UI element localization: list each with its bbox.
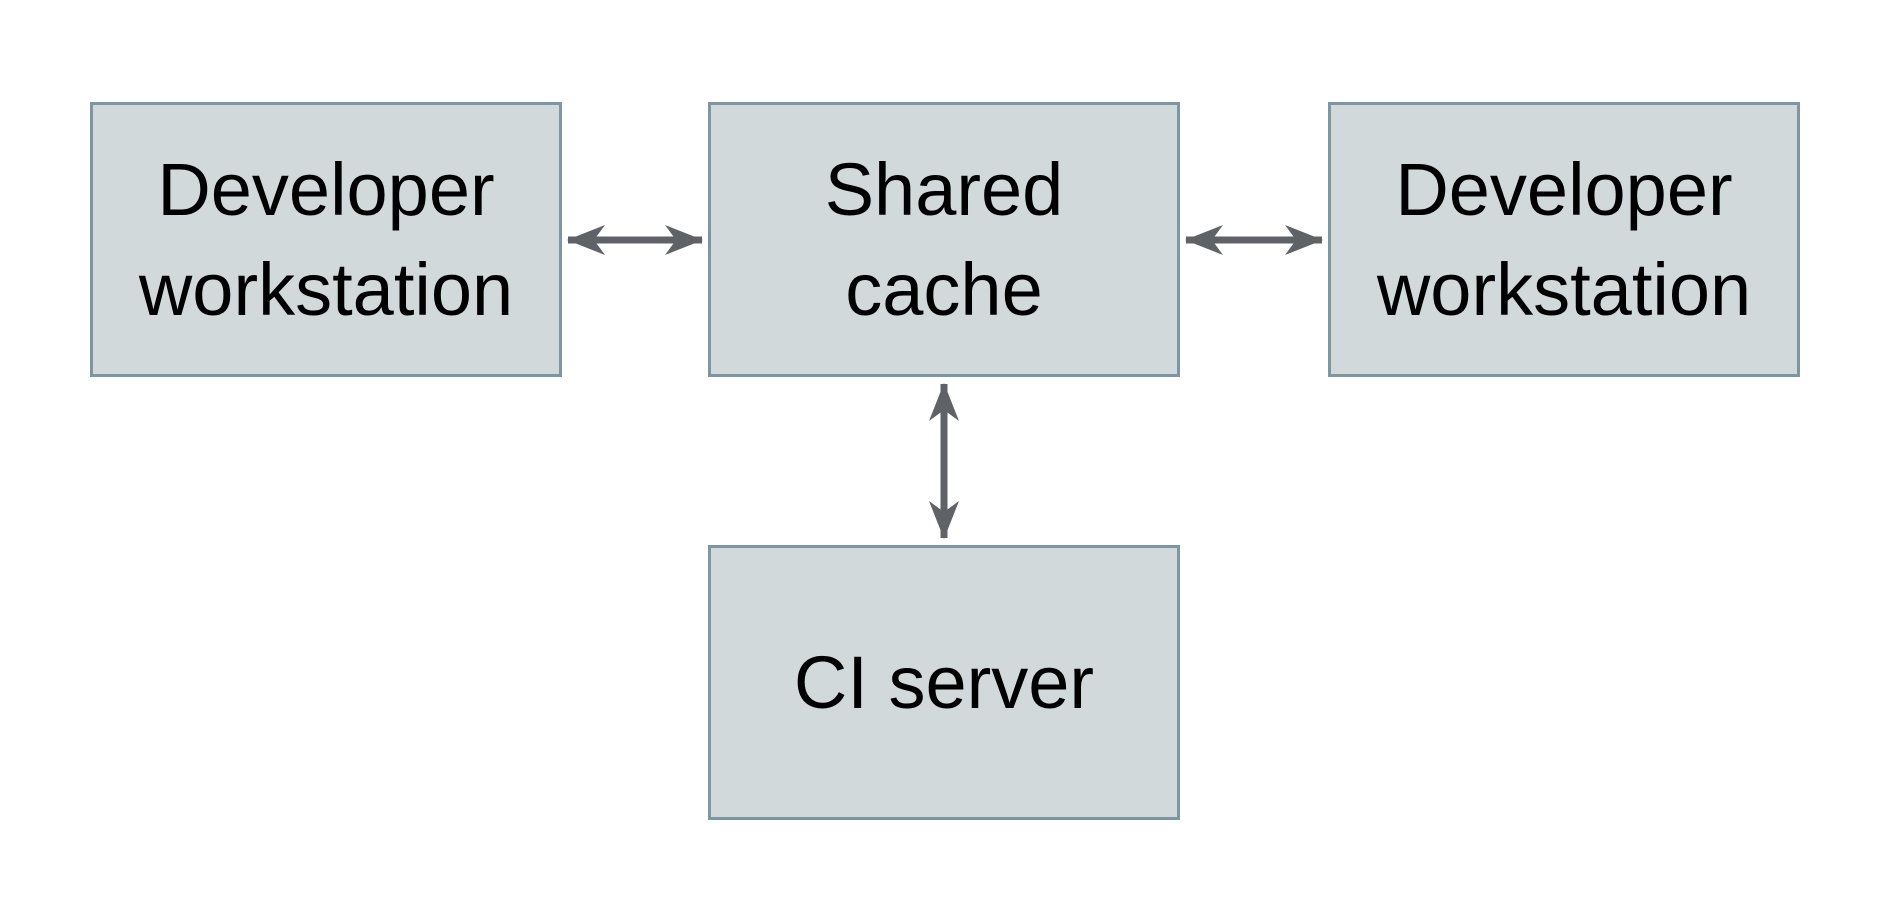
node-label: Shared cache bbox=[824, 147, 1064, 331]
node-ci-server: CI server bbox=[708, 545, 1180, 820]
node-shared-cache: Shared cache bbox=[708, 102, 1180, 377]
node-label: Developer workstation bbox=[138, 147, 514, 331]
node-label: Developer workstation bbox=[1376, 147, 1752, 331]
node-developer-workstation-right: Developer workstation bbox=[1328, 102, 1800, 377]
node-developer-workstation-left: Developer workstation bbox=[90, 102, 562, 377]
node-label: CI server bbox=[793, 640, 1095, 724]
